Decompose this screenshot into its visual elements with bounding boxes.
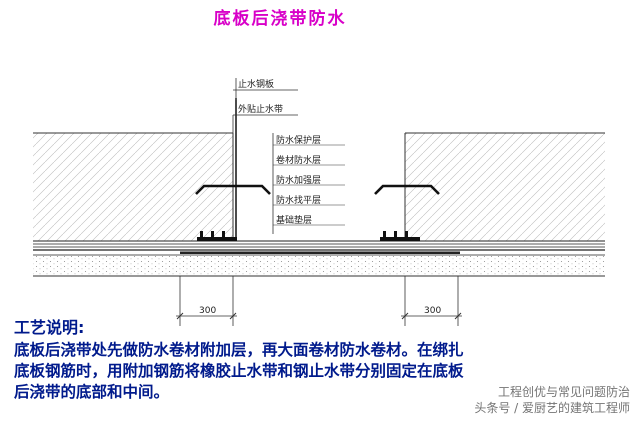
rubber-waterstop-right <box>380 237 420 241</box>
note-line-3: 后浇带的底部和中间。 <box>14 383 170 401</box>
diagram-title: 底板后浇带防水 <box>213 9 347 29</box>
label-steel-waterstop: 止水钢板 <box>238 78 274 90</box>
label-layer-5: 基础垫层 <box>276 214 312 226</box>
note-line-1: 底板后浇带处先做防水卷材附加层，再大面卷材防水卷材。在绑扎 <box>14 341 464 359</box>
rebar-hook-left <box>195 184 271 195</box>
label-layer-4: 防水找平层 <box>276 194 321 206</box>
additional-membrane-layer <box>180 251 460 254</box>
base-cushion-layer <box>33 256 605 276</box>
note-heading: 工艺说明: <box>14 318 85 337</box>
rubber-waterstop-left <box>197 237 237 241</box>
label-external-waterstop: 外贴止水带 <box>238 103 283 115</box>
watermark-line-2: 头条号 / 爱厨艺的建筑工程师 <box>474 401 630 415</box>
rebar-hook-right <box>374 184 440 195</box>
watermark-line-1: 工程创优与常见问题防治 <box>497 385 630 399</box>
left-slab <box>33 133 233 241</box>
watermark: 工程创优与常见问题防治 头条号 / 爱厨艺的建筑工程师 <box>474 384 630 416</box>
note-body: 底板后浇带处先做防水卷材附加层，再大面卷材防水卷材。在绑扎 底板钢筋时，用附加钢… <box>14 340 574 403</box>
process-note: 工艺说明: 底板后浇带处先做防水卷材附加层，再大面卷材防水卷材。在绑扎 底板钢筋… <box>14 318 574 403</box>
dimension-right: 300 <box>424 306 441 316</box>
note-line-2: 底板钢筋时，用附加钢筋将橡胶止水带和钢止水带分别固定在底板 <box>14 362 464 380</box>
label-layer-3: 防水加强层 <box>276 174 321 186</box>
label-layer-1: 防水保护层 <box>276 134 321 146</box>
dimension-left: 300 <box>199 306 216 316</box>
right-slab <box>405 133 605 241</box>
label-layer-2: 卷材防水层 <box>276 154 321 166</box>
